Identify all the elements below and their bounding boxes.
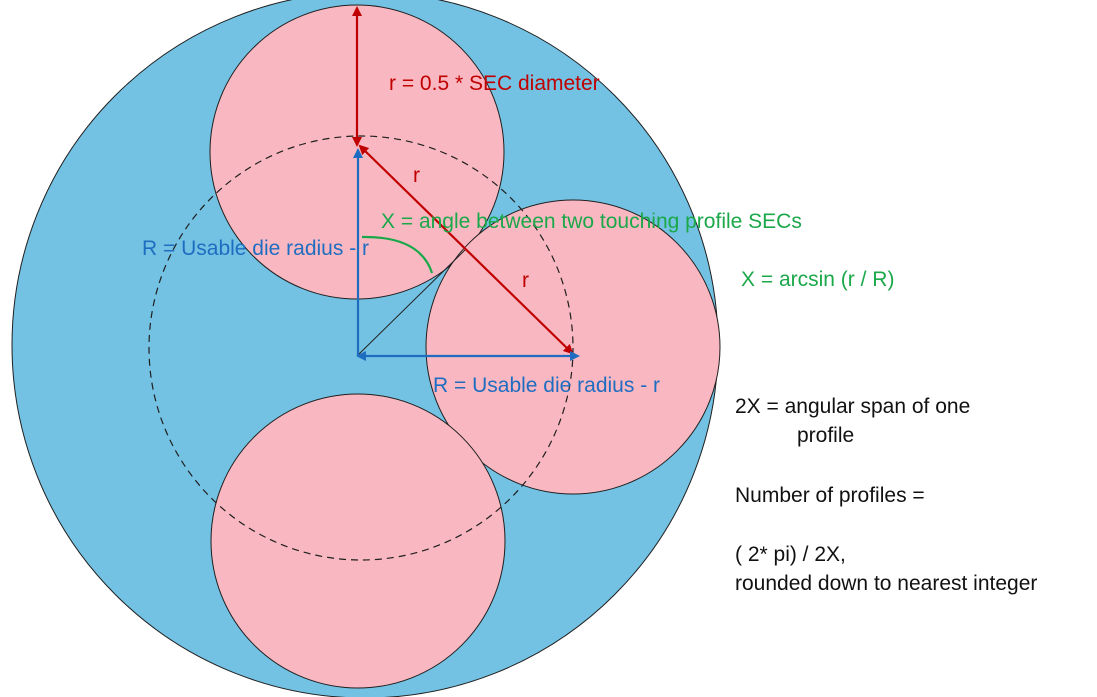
profile-formula-line2: rounded down to nearest integer: [735, 572, 1038, 595]
x-formula-label: X = arcsin (r / R): [741, 268, 895, 291]
profile-sec-bottom: [210, 393, 506, 689]
angle-x-arc: [361, 235, 434, 274]
angular-span-line2: profile: [797, 424, 855, 447]
profile-count-note: Number of profiles =: [735, 484, 925, 507]
x-definition-label: X = angle between two touching profile S…: [381, 210, 802, 233]
r-upper-label: r: [413, 164, 420, 187]
big-r-horizontal-label: R = Usable die radius - r: [433, 374, 661, 397]
angular-span-note: 2X = angular span of one profile: [735, 392, 970, 450]
profile-formula-note: ( 2* pi) / 2X, rounded down to nearest i…: [735, 540, 1037, 598]
r-definition-label: r = 0.5 * SEC diameter: [389, 72, 600, 95]
r-diagonal-arrow: [358, 144, 574, 355]
r-lower-label: r: [522, 269, 529, 292]
profile-formula-line1: ( 2* pi) / 2X,: [735, 543, 846, 566]
big-r-vertical-label: R = Usable die radius - r: [142, 237, 370, 260]
angular-span-line1: 2X = angular span of one: [735, 395, 971, 418]
